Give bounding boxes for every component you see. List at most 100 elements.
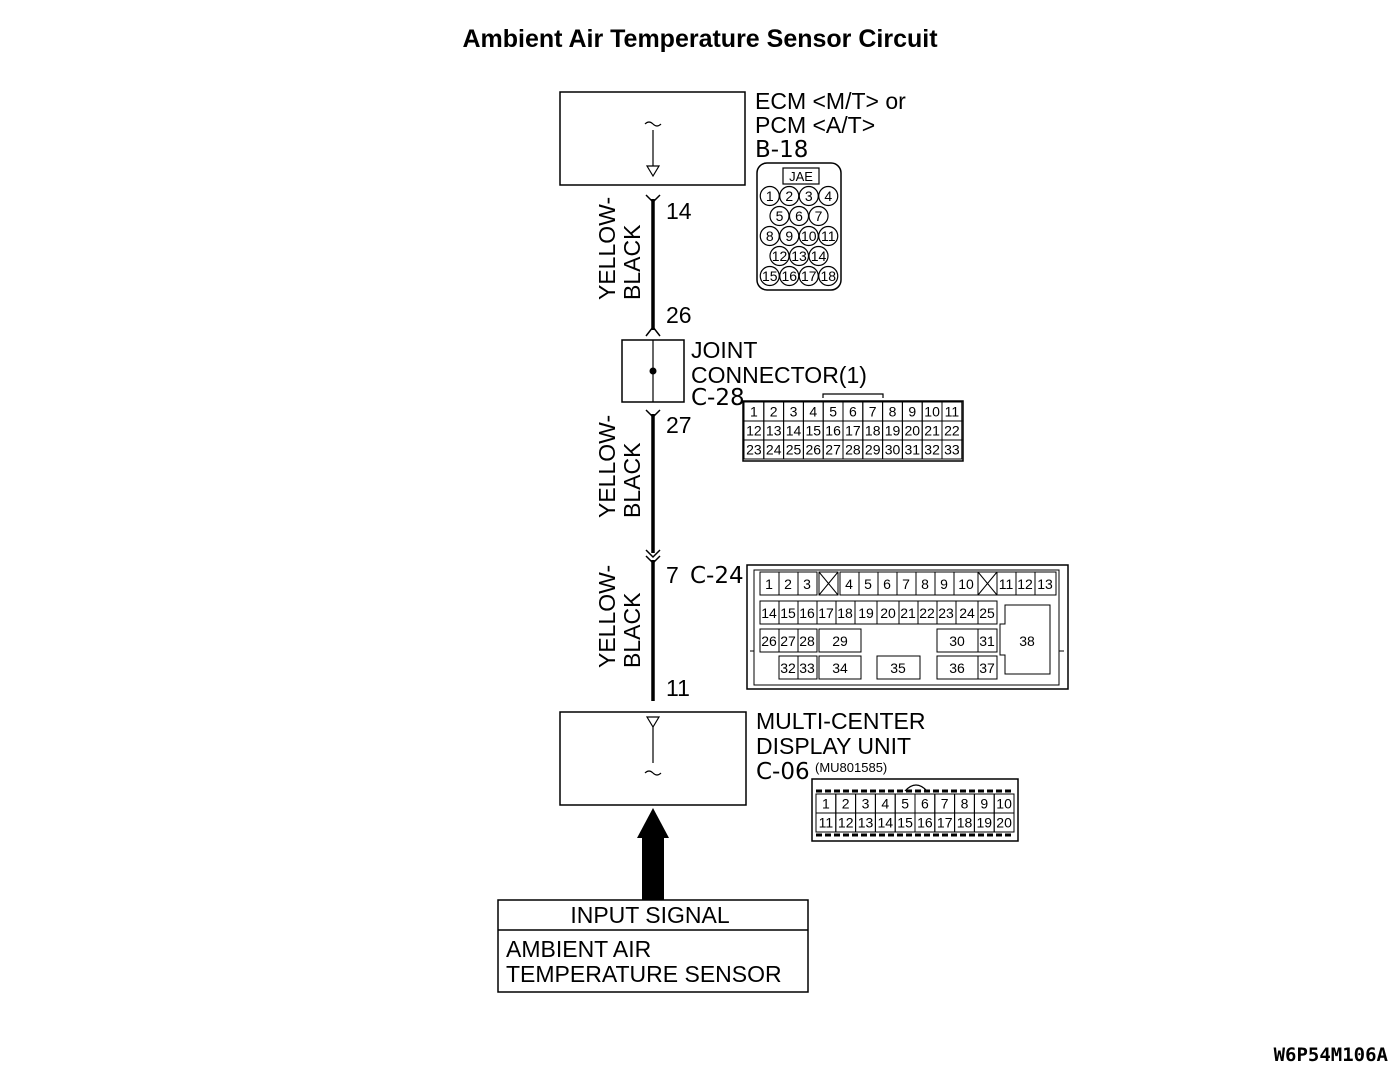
c24-pin-number: 36 xyxy=(949,660,965,676)
display-unit-box xyxy=(559,711,747,806)
ecm-pin-number: 12 xyxy=(772,248,788,264)
ecm-box xyxy=(559,91,746,186)
input-signal-line1: AMBIENT AIR xyxy=(506,936,651,962)
ecm-pin-number: 10 xyxy=(801,228,817,244)
display-pin-cell xyxy=(993,812,1015,833)
wire2-color-line1: YELLOW- xyxy=(594,415,620,518)
ecm-pin-number: 18 xyxy=(820,268,836,284)
c24-pin-number: 29 xyxy=(832,633,848,649)
joint-pin-number: 12 xyxy=(746,423,762,439)
c24-pin-number: 10 xyxy=(958,576,974,592)
display-pin-number: 17 xyxy=(937,815,953,831)
ecm-pin-number: 8 xyxy=(766,228,774,244)
c24-pin-number: 11 xyxy=(999,576,1014,592)
joint-pin-number: 27 xyxy=(825,442,841,458)
wire-ecm-to-joint: 14 YELLOW- BLACK 26 xyxy=(594,194,692,337)
display-pin-number: 13 xyxy=(858,815,874,831)
c24-pin-number: 19 xyxy=(858,605,874,621)
display-pin-number: 18 xyxy=(957,815,973,831)
inline-terminal-7: 7 xyxy=(666,562,679,588)
display-pin-number: 14 xyxy=(878,815,894,831)
joint-pin-number: 33 xyxy=(944,442,960,458)
diagram-title: Ambient Air Temperature Sensor Circuit xyxy=(462,25,938,53)
ecm-input-arrow xyxy=(645,165,661,178)
joint-pin-number: 15 xyxy=(806,423,822,439)
ecm-pin-number: 13 xyxy=(791,248,807,264)
ecm-resistor-symbol xyxy=(644,121,662,127)
ecm-pin-number: 16 xyxy=(781,268,797,284)
display-terminal-11: 11 xyxy=(666,675,690,701)
ecm-block: ECM <M/T> or PCM <A/T> B-18 xyxy=(559,88,906,186)
display-pin-number: 5 xyxy=(901,796,909,812)
wire3-color-line2: BLACK xyxy=(619,592,645,668)
wire3-color-line1: YELLOW- xyxy=(594,565,620,668)
display-pin-number: 19 xyxy=(977,815,993,831)
c24-pin-number: 17 xyxy=(818,605,834,621)
display-pin-number: 16 xyxy=(917,815,933,831)
joint-pin-number: 11 xyxy=(945,404,960,420)
joint-pin-number: 3 xyxy=(790,404,798,420)
joint-pin-number: 25 xyxy=(786,442,802,458)
ecm-pin-number: 14 xyxy=(811,248,827,264)
c24-pin-number: 5 xyxy=(864,576,872,592)
joint-pin-number: 4 xyxy=(809,404,817,420)
joint-pin-number: 17 xyxy=(845,423,861,439)
input-signal-box: INPUT SIGNAL AMBIENT AIR TEMPERATURE SEN… xyxy=(497,899,809,993)
joint-pin-number: 21 xyxy=(924,423,940,439)
joint-pin-number: 19 xyxy=(885,423,901,439)
inline-connector-id: C-24 xyxy=(690,563,744,589)
c24-pin-number: 4 xyxy=(845,576,853,592)
c24-pin-number: 30 xyxy=(949,633,965,649)
ecm-pin-socket xyxy=(808,205,829,227)
wire1-color-line2: BLACK xyxy=(619,224,645,300)
display-part-number: (MU801585) xyxy=(815,760,887,775)
c24-pin-number: 21 xyxy=(900,605,916,621)
joint-pin-number: 9 xyxy=(908,404,916,420)
c24-pin-number: 23 xyxy=(938,605,954,621)
ecm-pin-number: 9 xyxy=(785,228,793,244)
joint-pin-number: 14 xyxy=(786,423,802,439)
display-label-line2: DISPLAY UNIT xyxy=(756,733,911,759)
ecm-pin-number: 5 xyxy=(776,208,784,224)
ecm-pin-number: 3 xyxy=(805,188,813,204)
display-pin-number: 12 xyxy=(838,815,854,831)
figure-id: W6P54M106A xyxy=(1274,1044,1389,1066)
joint-terminal-27: 27 xyxy=(666,412,692,438)
ecm-pin-number: 7 xyxy=(815,208,823,224)
joint-pin-number: 18 xyxy=(865,423,881,439)
wire-c24-to-display: YELLOW- BLACK 11 xyxy=(594,560,690,701)
c24-pin-number: 13 xyxy=(1037,576,1053,592)
wire-joint-to-c24: 27 YELLOW- BLACK 7 C-24 xyxy=(594,409,744,589)
display-pin-number: 3 xyxy=(862,796,870,812)
c24-pin-number: 12 xyxy=(1017,576,1033,592)
ecm-connector-id: B-18 xyxy=(755,137,808,163)
c24-pin-number: 38 xyxy=(1019,633,1035,649)
ecm-pin-number: 6 xyxy=(795,208,803,224)
ecm-pin-number: 2 xyxy=(785,188,793,204)
joint-pin-number: 16 xyxy=(825,423,841,439)
c24-pin-number: 32 xyxy=(780,660,796,676)
wire2-color-line2: BLACK xyxy=(619,442,645,518)
joint-terminal-26: 26 xyxy=(666,302,692,328)
joint-pin-number: 28 xyxy=(845,442,861,458)
c24-pin-number: 26 xyxy=(761,633,777,649)
ecm-terminal-14: 14 xyxy=(666,198,692,224)
ecm-pin-number: 1 xyxy=(766,188,774,204)
display-pin-number: 6 xyxy=(921,796,929,812)
c24-pin-number: 25 xyxy=(979,605,995,621)
joint-pin-number: 29 xyxy=(865,442,881,458)
display-pin-number: 15 xyxy=(897,815,913,831)
input-signal-line2: TEMPERATURE SENSOR xyxy=(506,961,782,987)
c24-pin-number: 14 xyxy=(761,605,777,621)
ecm-label-line2: PCM <A/T> xyxy=(755,112,875,138)
display-pin-number: 11 xyxy=(819,815,834,831)
display-unit-block: MULTI-CENTER DISPLAY UNIT C-06 (MU801585… xyxy=(559,708,926,806)
joint-pin-number: 10 xyxy=(924,404,940,420)
joint-pin-number: 23 xyxy=(746,442,762,458)
input-signal-arrow xyxy=(637,808,669,900)
c24-pin-number: 3 xyxy=(803,576,811,592)
